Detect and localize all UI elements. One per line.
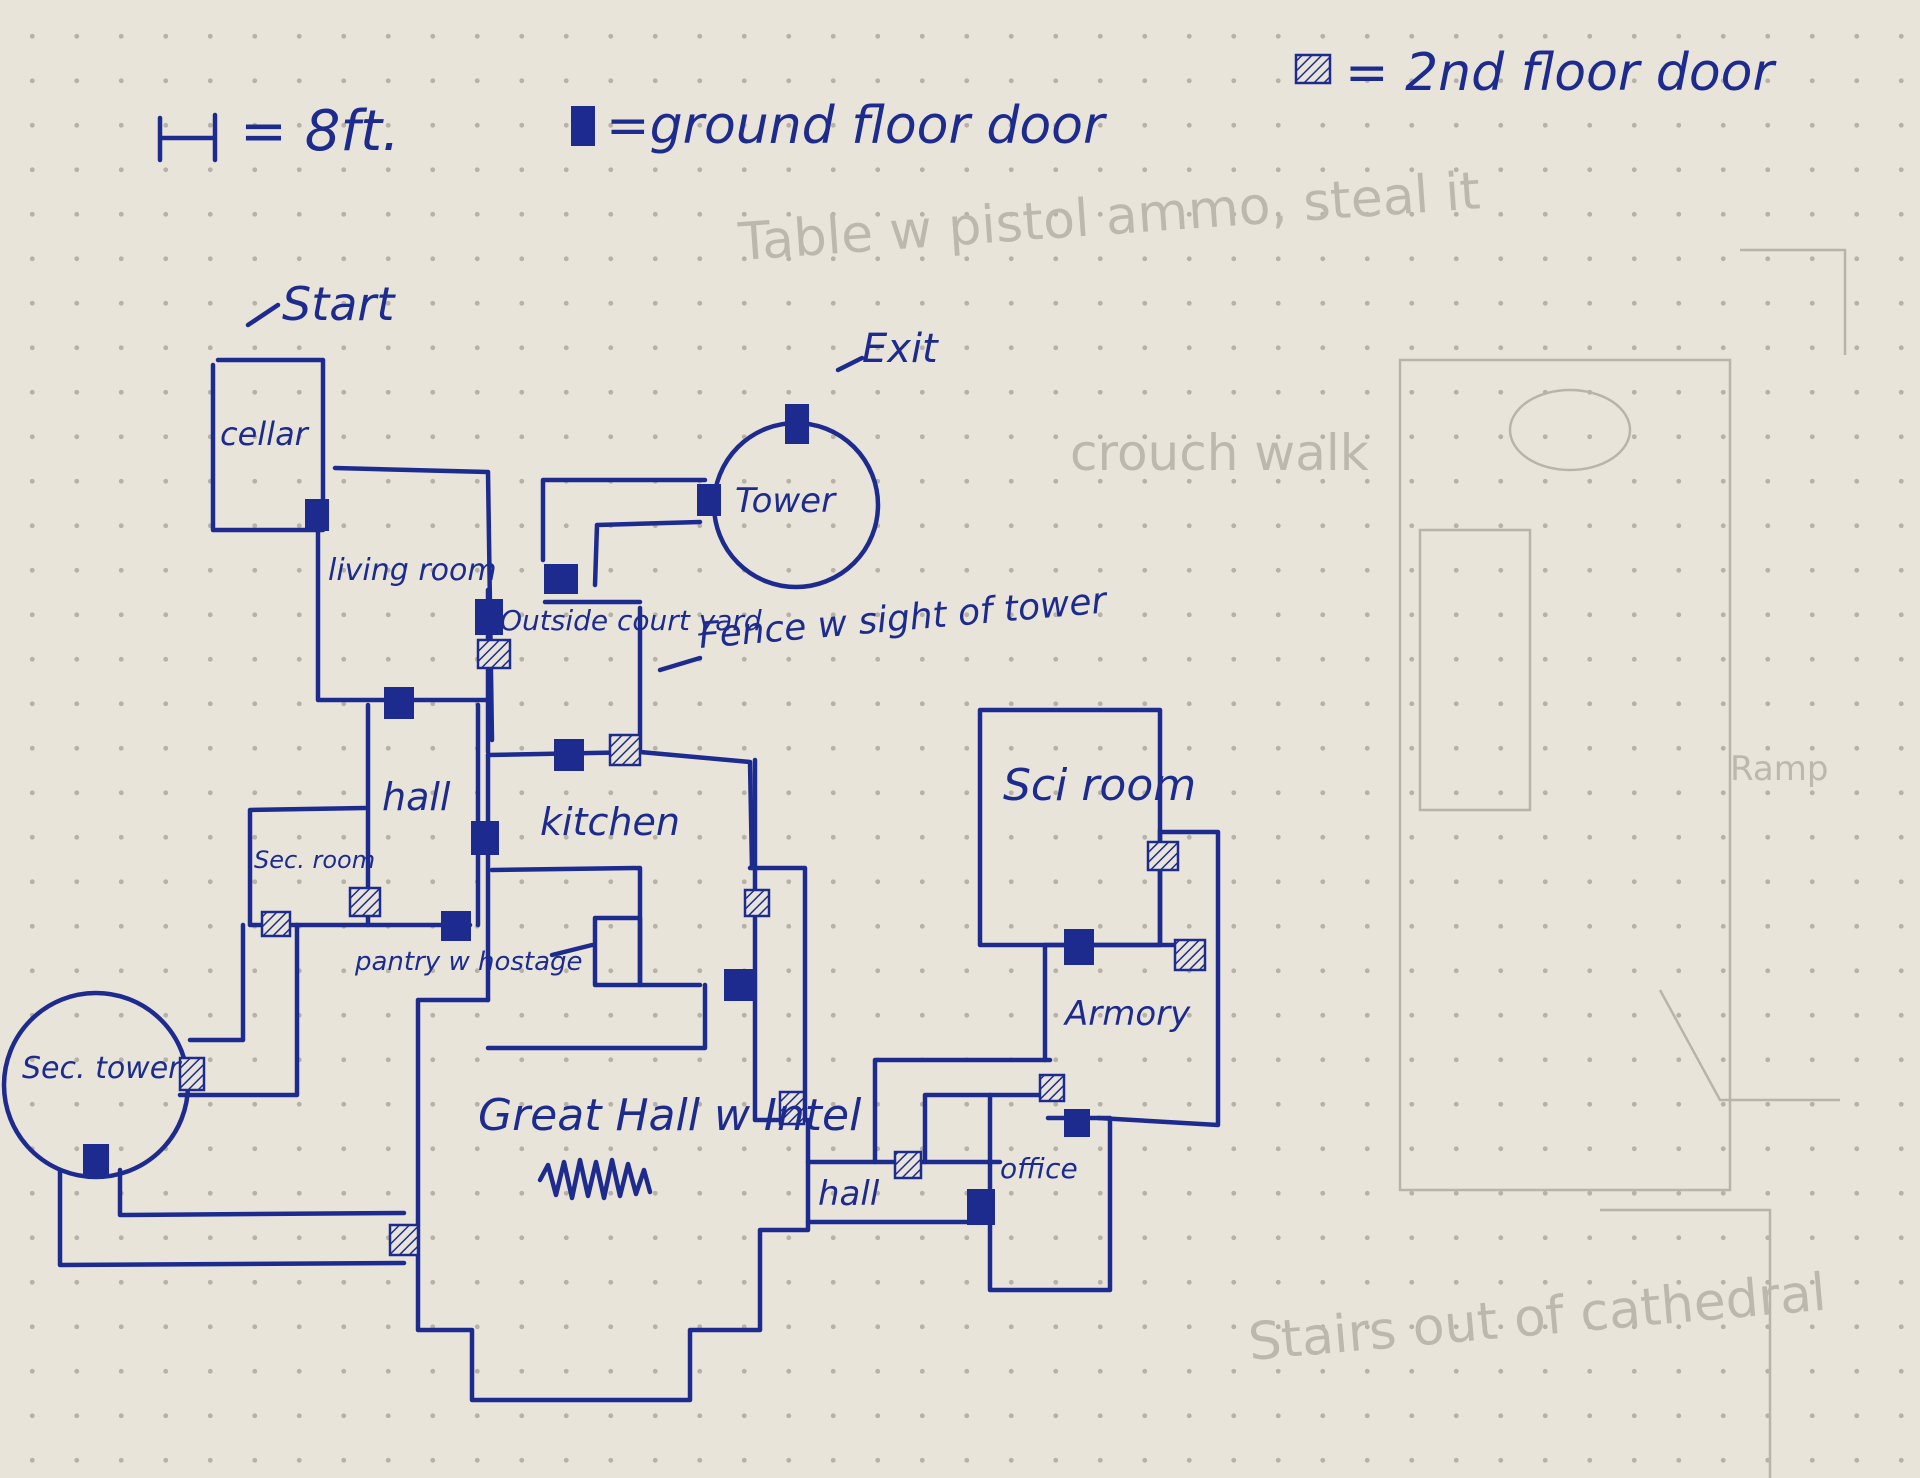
door-tower-west: [697, 484, 721, 516]
door-hall-kitchen: [471, 821, 499, 855]
label-tower: Tower: [735, 481, 837, 521]
door-fence: [544, 564, 578, 594]
sec-tower-corridor-walls: [177, 922, 300, 1098]
kitchen-corridor-walls: [747, 757, 808, 1123]
scale-symbol: [157, 112, 218, 163]
exit-pointer: [835, 355, 865, 373]
door2-greathall-corridor: [778, 1090, 806, 1126]
label-sec-room: Sec. room: [254, 846, 375, 874]
door2-kitchen-corridor: [743, 888, 771, 918]
ground-floor-doors: [83, 404, 1094, 1225]
legend-second-door-text: = 2nd floor door: [1345, 43, 1777, 103]
label-start: Start: [282, 277, 396, 331]
door-hall-office: [967, 1189, 995, 1225]
door2-hall-secroom: [348, 886, 382, 918]
legend: = 8ft. =ground floor door = 2nd floor do…: [157, 43, 1777, 164]
office-walls: [987, 1092, 1113, 1293]
label-sec-tower: Sec. tower: [22, 1051, 182, 1086]
door-hall-pantry: [441, 911, 471, 941]
label-outside-courtyard: Outside court yard: [500, 604, 762, 637]
faint-corner: [1740, 248, 1847, 355]
door-tower-exit: [785, 404, 809, 444]
door2-sci-east: [1146, 840, 1180, 872]
label-great-hall: Great Hall w Intel: [478, 1090, 862, 1141]
faint-note-line2: crouch walk: [1070, 424, 1369, 482]
fence-pointer: [657, 655, 703, 673]
walls: [1, 302, 1221, 1403]
label-sci-room: Sci room: [1003, 760, 1196, 811]
fence-walls: [540, 477, 708, 588]
door2-courtyard-kitchen: [608, 733, 642, 767]
faint-note-line3: Stairs out of cathedral: [1246, 1263, 1829, 1373]
door2-greathall-lower: [388, 1223, 420, 1257]
sci-room-walls: [977, 707, 1163, 948]
second-door-legend-icon: [1294, 53, 1332, 85]
label-hall-lower: hall: [818, 1174, 880, 1214]
office-link-walls: [872, 1057, 1053, 1165]
faint-ramp-line: [1658, 989, 1840, 1102]
label-living-room: living room: [328, 553, 497, 588]
door-sci-armory: [1064, 929, 1094, 965]
door2-armory-link: [1038, 1073, 1066, 1103]
door2-lower-hall: [893, 1150, 923, 1180]
ground-door-legend-icon: [571, 106, 595, 146]
label-armory: Armory: [1063, 994, 1191, 1034]
faint-note-line1: Table w pistol ammo, steal it: [736, 161, 1482, 273]
door2-courtyard: [476, 638, 512, 670]
door-courtyard-kitchen: [554, 739, 584, 771]
door-living-courtyard: [475, 599, 503, 635]
start-pointer: [245, 302, 281, 328]
second-floor-doors: [178, 638, 1207, 1257]
label-exit: Exit: [862, 326, 939, 372]
legend-ground-door-text: =ground floor door: [606, 96, 1108, 156]
door-pantry-corridor: [724, 969, 754, 1001]
label-fence: Fence w sight of tower: [697, 580, 1110, 657]
label-office: office: [1000, 1152, 1078, 1185]
scribble-mark: [537, 1157, 653, 1201]
door2-secroom: [260, 910, 292, 938]
lower-corridor-walls: [57, 1167, 407, 1268]
door2-east-corridor: [1173, 938, 1207, 972]
faint-rect-small: [1418, 528, 1532, 812]
door-armory-office: [1064, 1109, 1090, 1137]
faint-rect-large: [1398, 358, 1732, 1192]
legend-scale-text: = 8ft.: [240, 99, 400, 164]
door-sec-tower-south: [83, 1144, 109, 1178]
pantry-walls: [485, 915, 708, 1051]
pantry-pointer: [549, 942, 595, 958]
door-living-hall: [384, 687, 414, 719]
label-kitchen: kitchen: [540, 800, 680, 844]
faint-stair-outline: [1600, 1208, 1772, 1478]
label-cellar: cellar: [220, 415, 310, 453]
faint-oval: [1508, 388, 1632, 472]
great-hall-walls: [415, 997, 811, 1403]
faint-note-line4: Ramp: [1730, 749, 1828, 789]
door-cellar-living: [305, 499, 329, 531]
sec-room-walls: [247, 805, 473, 928]
label-hall-upper: hall: [382, 775, 451, 819]
label-pantry: pantry w hostage: [354, 947, 583, 977]
door2-sec-tower: [178, 1056, 206, 1092]
